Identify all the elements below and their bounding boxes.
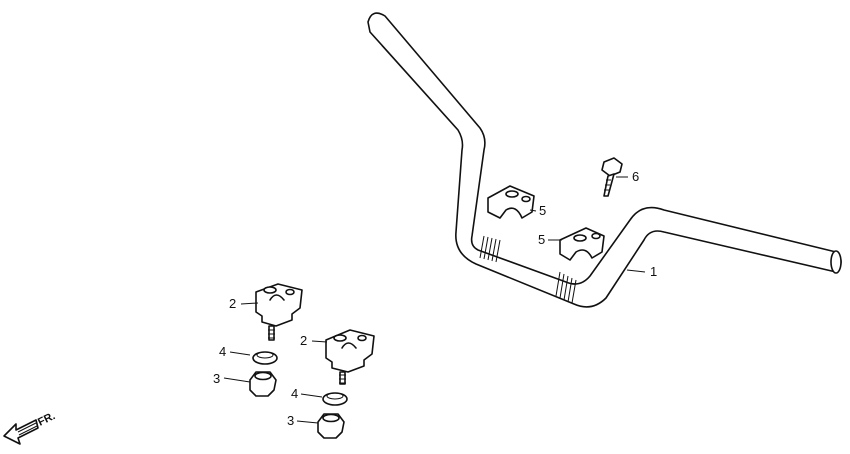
nut-right: [317, 413, 345, 439]
knurl-band-left: [479, 235, 501, 263]
callout-upper-holder-left: 5: [539, 203, 546, 218]
upper-holder-left: [487, 185, 535, 219]
leader-lines: [223, 176, 646, 424]
upper-holder-right: [559, 227, 605, 261]
callout-handlebar: 1: [650, 264, 657, 279]
callout-nut-right: 3: [287, 413, 294, 428]
callout-washer-left: 4: [219, 344, 226, 359]
nut-left: [249, 371, 277, 397]
callout-lower-holder-left: 2: [229, 296, 236, 311]
front-direction-label: FR.: [36, 410, 57, 429]
callout-bolt: 6: [632, 169, 639, 184]
front-direction-arrow-icon: [3, 419, 39, 445]
callout-washer-right: 4: [291, 386, 298, 401]
washer-left: [252, 351, 278, 365]
callout-nut-left: 3: [213, 371, 220, 386]
holder-bolt: [601, 157, 623, 197]
callout-lower-holder-right: 2: [300, 333, 307, 348]
lower-holder-left: [255, 283, 303, 341]
knurl-band-right: [555, 271, 577, 304]
lower-holder-right: [325, 329, 375, 385]
callout-upper-holder-right: 5: [538, 232, 545, 247]
handlebar: [367, 12, 842, 308]
washer-right: [322, 392, 348, 406]
